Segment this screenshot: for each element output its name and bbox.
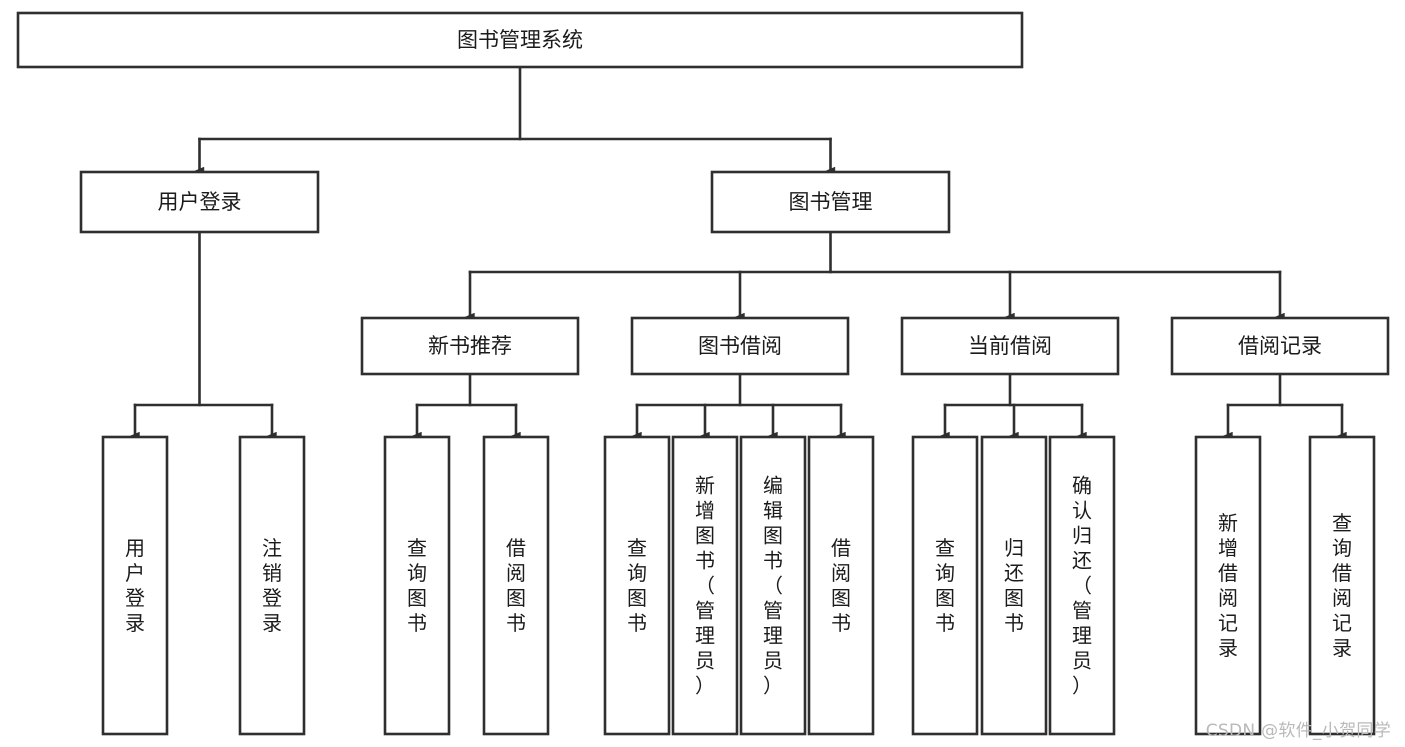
- node-label: 确认归还（管理员）: [1072, 474, 1092, 698]
- node-new-book-recommend[interactable]: 新书推荐: [360, 316, 580, 376]
- node-add-borrow-record[interactable]: 新增借阅记录: [1194, 435, 1262, 736]
- node-label: 查询图书: [935, 536, 955, 635]
- node-box[interactable]: [383, 435, 451, 736]
- node-box[interactable]: [710, 170, 951, 234]
- node-label: 新增借阅记录: [1218, 511, 1238, 660]
- node-label: 新书推荐: [428, 334, 512, 358]
- node-box[interactable]: [16, 11, 1024, 69]
- node-user-login-do[interactable]: 用户登录: [101, 435, 169, 736]
- node-label: 新增图书（管理员）: [695, 474, 715, 698]
- node-query-book-2[interactable]: 查询图书: [603, 435, 671, 736]
- node-label: 查询图书: [627, 536, 647, 635]
- node-label: 编辑图书（管理员）: [763, 474, 783, 698]
- node-box[interactable]: [79, 170, 320, 234]
- edges-layer: [135, 65, 1342, 436]
- node-box[interactable]: [603, 435, 671, 736]
- node-box[interactable]: [482, 435, 550, 736]
- node-box[interactable]: [630, 316, 850, 376]
- node-label: 查询借阅记录: [1332, 511, 1352, 660]
- node-box[interactable]: [360, 316, 580, 376]
- watermark-text: CSDN @软件_小贺同学: [1205, 721, 1391, 741]
- node-root-root[interactable]: 图书管理系统: [16, 11, 1024, 69]
- node-query-book-3[interactable]: 查询图书: [911, 435, 979, 736]
- node-label: 借阅记录: [1238, 334, 1322, 358]
- node-query-borrow-record[interactable]: 查询借阅记录: [1308, 435, 1376, 736]
- node-box[interactable]: [739, 435, 807, 736]
- node-label: 查询图书: [407, 536, 427, 635]
- node-label: 用户登录: [158, 190, 242, 214]
- node-return-book[interactable]: 归还图书: [980, 435, 1048, 736]
- node-box[interactable]: [1048, 435, 1116, 736]
- node-confirm-return-admin[interactable]: 确认归还（管理员）: [1048, 435, 1116, 736]
- node-borrow-book-2[interactable]: 借阅图书: [807, 435, 875, 736]
- node-box[interactable]: [1170, 316, 1390, 376]
- node-box[interactable]: [238, 435, 306, 736]
- node-box[interactable]: [900, 316, 1120, 376]
- node-borrow-record[interactable]: 借阅记录: [1170, 316, 1390, 376]
- node-label: 借阅图书: [506, 536, 526, 635]
- node-box[interactable]: [807, 435, 875, 736]
- node-label: 归还图书: [1004, 536, 1024, 635]
- node-user-login[interactable]: 用户登录: [79, 170, 320, 234]
- node-label: 图书管理: [789, 190, 873, 214]
- node-box[interactable]: [911, 435, 979, 736]
- node-book-borrow[interactable]: 图书借阅: [630, 316, 850, 376]
- node-label: 图书借阅: [698, 334, 782, 358]
- node-add-book-admin[interactable]: 新增图书（管理员）: [671, 435, 739, 736]
- node-borrow-book-1[interactable]: 借阅图书: [482, 435, 550, 736]
- node-user-logout[interactable]: 注销登录: [238, 435, 306, 736]
- node-label: 当前借阅: [968, 334, 1052, 358]
- node-box[interactable]: [671, 435, 739, 736]
- node-box[interactable]: [1308, 435, 1376, 736]
- node-label: 借阅图书: [831, 536, 851, 635]
- nodes-layer: 图书管理系统用户登录用户登录注销登录图书管理新书推荐查询图书借阅图书图书借阅查询…: [16, 11, 1390, 736]
- node-box[interactable]: [101, 435, 169, 736]
- node-book-management[interactable]: 图书管理: [710, 170, 951, 234]
- node-label: 图书管理系统: [457, 28, 583, 52]
- node-current-borrow[interactable]: 当前借阅: [900, 316, 1120, 376]
- node-box[interactable]: [1194, 435, 1262, 736]
- node-edit-book-admin[interactable]: 编辑图书（管理员）: [739, 435, 807, 736]
- node-query-book-1[interactable]: 查询图书: [383, 435, 451, 736]
- node-label: 注销登录: [262, 536, 282, 635]
- node-label: 用户登录: [125, 536, 145, 635]
- node-box[interactable]: [980, 435, 1048, 736]
